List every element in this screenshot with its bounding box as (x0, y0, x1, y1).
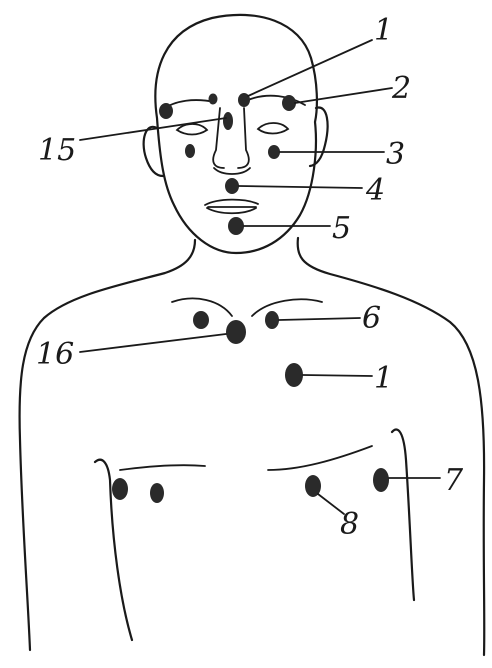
left-pectoral-line (120, 465, 205, 470)
leader-6 (279, 318, 360, 320)
label-8: 8 (340, 507, 359, 542)
right-collarbone (252, 299, 322, 316)
label-15: 15 (38, 133, 76, 168)
point-dot-left-cheek (185, 144, 195, 158)
nostrils (214, 168, 250, 174)
label-3: 3 (386, 137, 405, 172)
point-dot-15-b (223, 112, 233, 130)
leader-15 (80, 118, 226, 140)
point-dot-left-armpit (112, 478, 128, 500)
point-dot-4 (225, 178, 239, 194)
leader-16 (80, 334, 226, 352)
point-dot-2 (282, 95, 296, 111)
point-dot-1-chest (285, 363, 303, 387)
leader-1-top (248, 40, 372, 96)
label-1-chest: 1 (374, 361, 393, 396)
point-dot-left-collar (193, 311, 209, 329)
point-dot-16 (226, 320, 246, 344)
point-dot-6 (265, 311, 279, 329)
label-2: 2 (391, 71, 411, 106)
point-dot-5 (228, 217, 244, 235)
point-dot-3 (268, 145, 280, 159)
label-1-top: 1 (374, 13, 393, 48)
label-4: 4 (365, 173, 385, 208)
label-6: 6 (362, 301, 381, 336)
point-dot-15-a (209, 94, 218, 105)
label-16: 16 (36, 337, 74, 372)
right-pectoral-line (268, 446, 372, 470)
point-dot-7 (373, 468, 389, 492)
right-arm (392, 429, 414, 600)
right-eye (258, 123, 288, 134)
point-dot-left-chest (150, 483, 164, 503)
right-neck-shoulder (298, 238, 485, 655)
left-neck-shoulder (20, 240, 195, 650)
point-dot-left-brow (159, 103, 173, 119)
leader-1-chest (303, 375, 372, 376)
leader-4 (239, 186, 362, 188)
leader-2 (295, 88, 392, 103)
label-7: 7 (444, 463, 464, 498)
label-5: 5 (332, 211, 351, 246)
upper-lip (205, 200, 258, 205)
right-ear (310, 108, 328, 166)
lower-lip (207, 207, 256, 213)
